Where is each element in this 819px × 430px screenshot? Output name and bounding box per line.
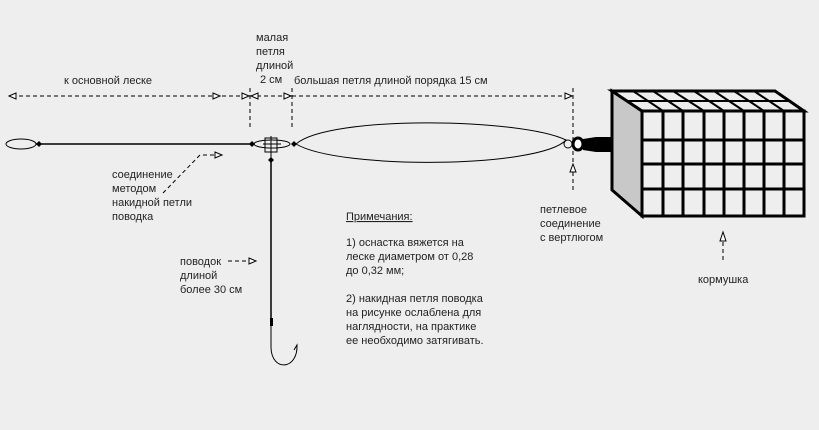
svg-text:2 см: 2 см: [260, 74, 282, 86]
svg-text:соединение: соединение: [540, 218, 601, 230]
svg-text:поводок: поводок: [180, 256, 221, 268]
leader-connection-knot: [253, 136, 291, 160]
svg-text:Примечания:: Примечания:: [346, 211, 413, 223]
swivel-icon: [563, 136, 612, 152]
main-line-loop: [5, 138, 37, 150]
svg-text:поводка: поводка: [112, 211, 154, 223]
svg-text:петля: петля: [256, 46, 285, 58]
svg-text:наглядности, на практике: наглядности, на практике: [346, 321, 476, 333]
svg-text:с вертлюгом: с вертлюгом: [540, 232, 603, 244]
big-loop: [295, 122, 567, 163]
label-loop-connection: петлевое соединение с вертлюгом: [540, 204, 603, 244]
svg-text:длиной: длиной: [180, 270, 217, 282]
svg-text:2) накидная петля поводка: 2) накидная петля поводка: [346, 293, 484, 305]
svg-text:до 0,32 мм;: до 0,32 мм;: [346, 265, 404, 277]
svg-text:1) оснастка вяжется на: 1) оснастка вяжется на: [346, 237, 465, 249]
svg-text:леске диаметром от 0,28: леске диаметром от 0,28: [346, 251, 473, 263]
svg-text:на рисунке ослаблена для: на рисунке ослаблена для: [346, 307, 481, 319]
knot-markers: [36, 141, 297, 163]
hook-icon: [270, 326, 298, 366]
svg-text:накидной петли: накидной петли: [112, 197, 192, 209]
dimension-arrows: [7, 92, 574, 100]
svg-text:длиной: длиной: [256, 60, 293, 72]
svg-text:более 30 см: более 30 см: [180, 284, 242, 296]
svg-text:петлевое: петлевое: [540, 204, 587, 216]
svg-text:малая: малая: [256, 32, 288, 44]
svg-text:методом: методом: [112, 183, 156, 195]
notes: Примечания: 1) оснастка вяжется на леске…: [346, 211, 484, 347]
feeder-icon: [607, 88, 809, 220]
label-leader: поводок длиной более 30 см: [180, 256, 242, 296]
label-to-main-line: к основной леске: [64, 75, 152, 87]
svg-text:ее необходимо затягивать.: ее необходимо затягивать.: [346, 335, 484, 347]
label-big-loop: большая петля длиной порядка 15 см: [294, 75, 488, 87]
label-connection: соединение методом накидной петли поводк…: [112, 169, 192, 223]
label-small-loop: малая петля длиной 2 см: [256, 32, 293, 86]
label-feeder: кормушка: [698, 274, 749, 286]
svg-text:соединение: соединение: [112, 169, 173, 181]
